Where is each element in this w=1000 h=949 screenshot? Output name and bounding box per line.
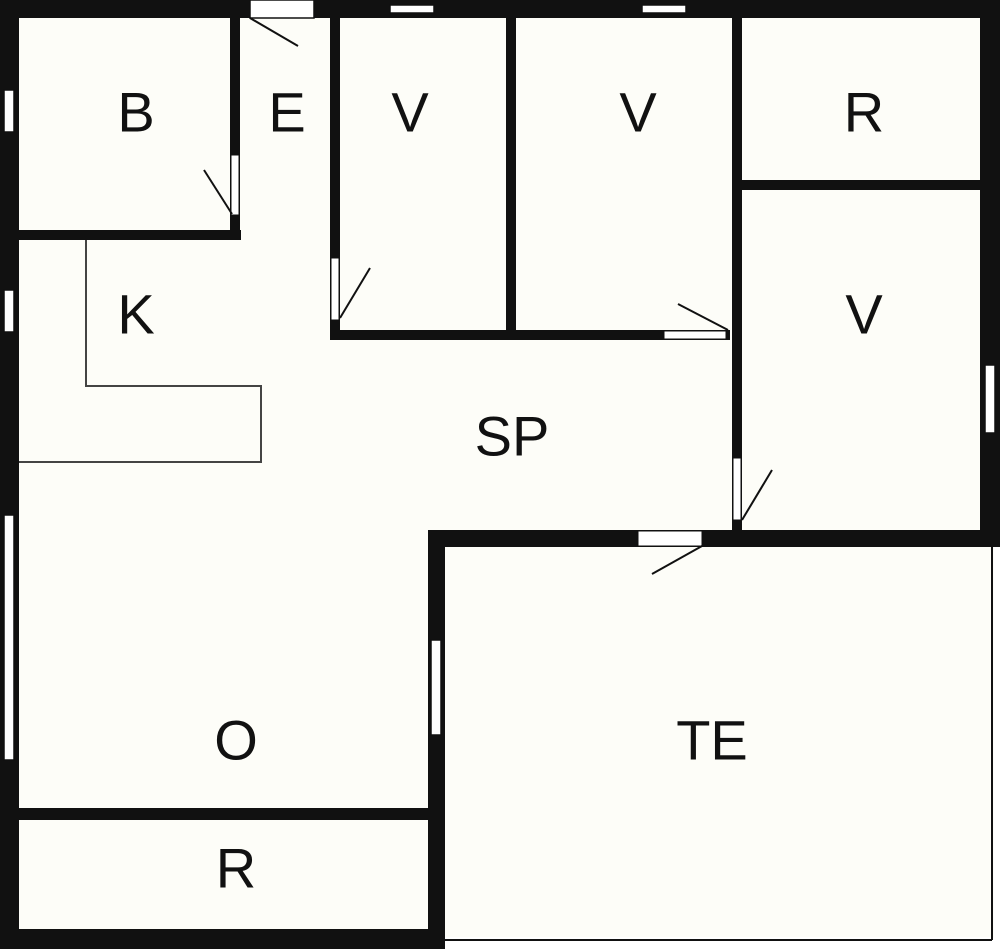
door-leaf-bedroom-3 <box>741 469 773 521</box>
floor-area <box>12 12 994 937</box>
door-openings <box>230 154 742 547</box>
terrace-outline <box>445 545 993 941</box>
room-label-dining: SP <box>475 405 550 468</box>
kitchen-counter <box>19 240 262 463</box>
room-label-bedroom-2: V <box>619 81 657 144</box>
room-label-terrace: TE <box>676 709 748 772</box>
window-kitchen <box>3 289 15 333</box>
door-leaf-bath <box>203 169 233 215</box>
window-bedroom-2 <box>641 4 687 14</box>
window-bath <box>3 89 15 133</box>
window-terrace-door <box>430 639 442 736</box>
door-leaf-terrace <box>651 545 703 575</box>
door-gap-bedroom-2 <box>663 330 727 340</box>
room-label-living: O <box>214 709 258 772</box>
room-label-storage-bottom: R <box>216 837 256 900</box>
door-leaf-bedroom-1 <box>339 267 371 319</box>
window-bedroom-3 <box>984 364 996 434</box>
door-leaf-bedroom-2 <box>677 303 729 331</box>
door-leaf-entry <box>249 17 299 47</box>
interior-walls <box>14 14 983 820</box>
door-leaves <box>203 17 773 575</box>
door-gap-terrace <box>637 530 703 547</box>
window-entry-top <box>249 0 315 19</box>
door-gap-bath <box>230 154 240 216</box>
window-bedroom-1 <box>389 4 435 14</box>
door-gap-bedroom-1 <box>330 257 340 321</box>
window-living <box>3 514 15 761</box>
room-label-bath: B <box>117 81 154 144</box>
room-label-bedroom-3: V <box>845 283 883 346</box>
room-label-kitchen: K <box>117 283 154 346</box>
room-label-bedroom-1: V <box>391 81 429 144</box>
room-labels: B E V V R K V SP O TE R <box>117 81 884 900</box>
room-label-storage-top: R <box>844 81 884 144</box>
room-label-entry: E <box>268 81 305 144</box>
door-gap-bedroom-3 <box>732 457 742 521</box>
windows <box>3 0 996 761</box>
